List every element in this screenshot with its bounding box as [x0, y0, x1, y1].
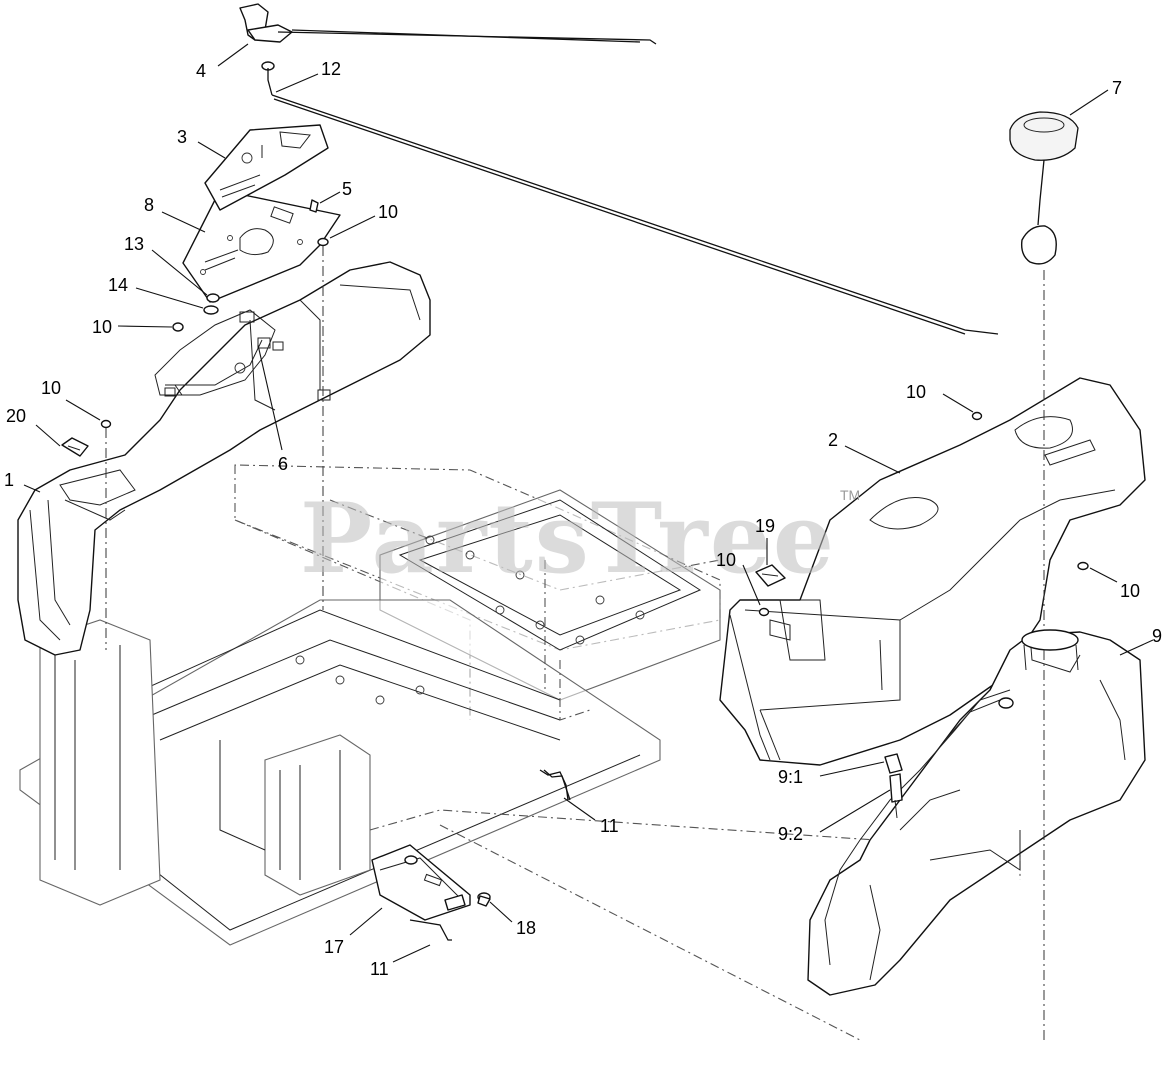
callout-10-top: 10 [378, 202, 398, 222]
screw-10-fender [100, 419, 112, 650]
callouts: 4 12 3 8 5 10 13 14 10 10 20 1 6 7 10 2 … [4, 59, 1162, 979]
left-fender [17, 261, 431, 656]
fuel-cap [1009, 111, 1079, 640]
callout-1: 1 [4, 470, 14, 490]
throttle-control [239, 3, 657, 45]
callout-2: 2 [828, 430, 838, 450]
callout-11-bottom: 11 [370, 959, 389, 979]
callout-8: 8 [144, 195, 154, 215]
callout-12: 12 [321, 59, 341, 79]
callout-14: 14 [108, 275, 128, 295]
callout-9-1: 9:1 [778, 767, 803, 787]
screw [309, 199, 319, 213]
fuel-fitting-9-2 [889, 773, 903, 819]
callout-19: 19 [755, 516, 775, 536]
chassis-frame [19, 464, 1021, 1041]
leader-lines [23, 43, 1154, 963]
decal-20 [61, 437, 89, 457]
callout-4: 4 [196, 61, 206, 81]
frame-holes [295, 535, 645, 705]
nut [203, 305, 219, 315]
callout-5: 5 [342, 179, 352, 199]
callout-20: 20 [6, 406, 26, 426]
right-fender [719, 377, 1146, 766]
callout-11-top: 11 [600, 816, 619, 836]
screw-10-right-side [1077, 561, 1089, 571]
wire-harness [539, 769, 571, 801]
callout-9: 9 [1152, 626, 1162, 646]
watermark-trademark: TM [840, 487, 860, 503]
throttle-cable [261, 61, 999, 335]
screw-18 [477, 892, 491, 907]
callout-10-right-top: 10 [906, 382, 926, 402]
callout-6: 6 [278, 454, 288, 474]
callout-9-2: 9:2 [778, 824, 803, 844]
watermark: PartsTree TM [300, 482, 860, 595]
screw-10-right-mid [758, 607, 770, 617]
screw-10-top [317, 237, 329, 610]
screw-10-right-top [971, 411, 983, 421]
bracket [371, 844, 471, 941]
decal-19 [755, 564, 786, 587]
callout-3: 3 [177, 127, 187, 147]
watermark-text: PartsTree [300, 482, 836, 595]
callout-10-right-mid: 10 [716, 550, 736, 570]
callout-13: 13 [124, 234, 144, 254]
fuel-fitting-9-1 [884, 753, 903, 774]
callout-18: 18 [516, 918, 536, 938]
control-decal [204, 124, 329, 211]
callout-17: 17 [324, 937, 344, 957]
callout-7: 7 [1112, 78, 1122, 98]
callout-10-left: 10 [92, 317, 112, 337]
fuel-tank [807, 629, 1146, 996]
screw-10-left [172, 322, 184, 332]
callout-10-right-side: 10 [1120, 581, 1140, 601]
callout-10-fender: 10 [41, 378, 61, 398]
washer [206, 293, 220, 303]
